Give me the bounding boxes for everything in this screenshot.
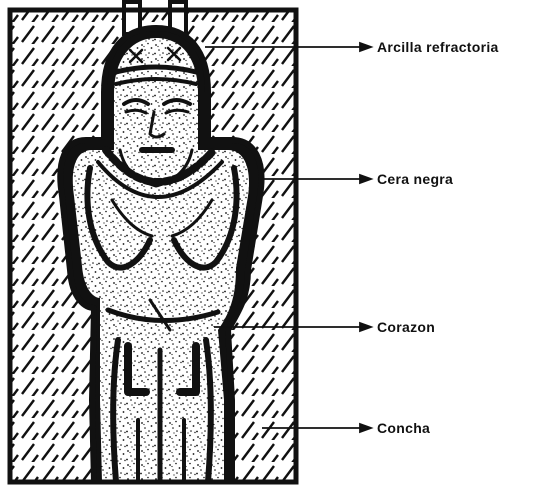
label-arcilla-refractoria: Arcilla refractoria	[377, 39, 499, 55]
label-corazon: Corazon	[377, 319, 435, 335]
label-cera-negra: Cera negra	[377, 171, 453, 187]
label-concha: Concha	[377, 420, 430, 436]
